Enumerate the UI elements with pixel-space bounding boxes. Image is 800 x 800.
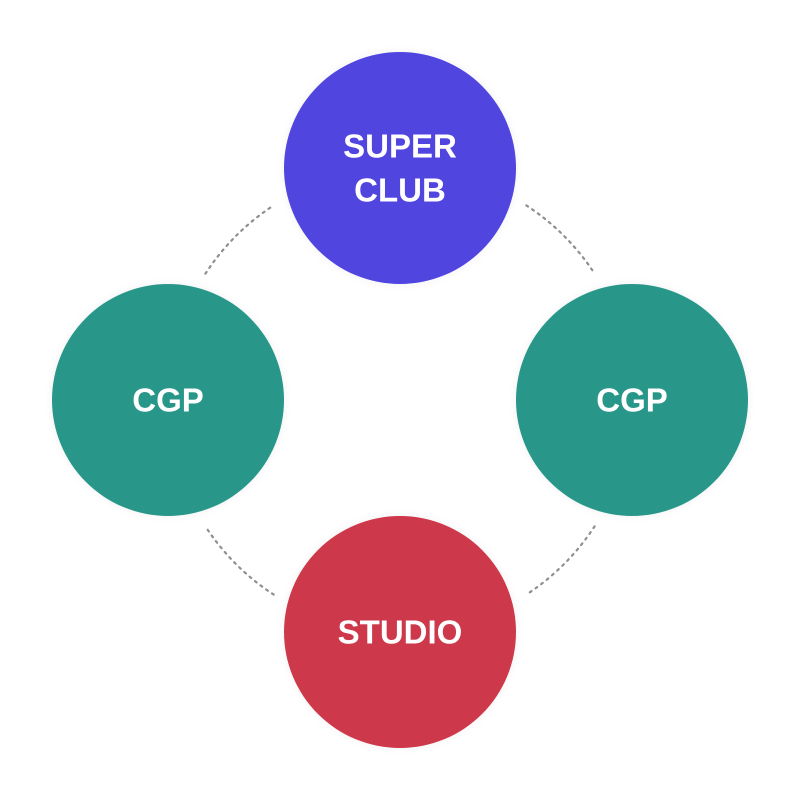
connector-left-top [204, 204, 275, 275]
node-bottom: STUDIO [284, 516, 516, 748]
connector-layer [204, 204, 596, 596]
node-left-circle [52, 284, 284, 516]
node-top: SUPER CLUB [284, 52, 516, 284]
node-left: CGP [52, 284, 284, 516]
node-top-circle [284, 52, 516, 284]
node-layer: SUPER CLUB CGP CGP STUDIO [52, 52, 748, 748]
connector-top-right [525, 204, 596, 275]
node-bottom-label: STUDIO [338, 614, 463, 651]
connector-bottom-left [204, 525, 275, 596]
node-top-label: SUPER [343, 128, 457, 165]
node-bottom-circle [284, 516, 516, 748]
node-right-circle [516, 284, 748, 516]
node-top-label: CLUB [354, 172, 446, 209]
connector-right-bottom [525, 525, 596, 596]
node-right: CGP [516, 284, 748, 516]
node-right-label: CGP [596, 382, 668, 419]
node-left-label: CGP [132, 382, 204, 419]
